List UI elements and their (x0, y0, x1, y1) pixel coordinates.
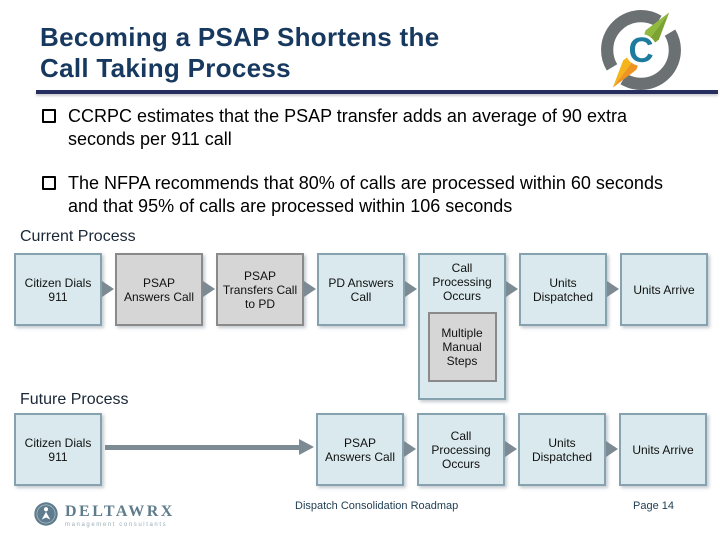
step-label: Units Dispatched (531, 435, 593, 464)
flow-arrow-icon (505, 441, 517, 457)
square-bullet-icon (42, 172, 68, 218)
step-label: Citizen Dials 911 (24, 275, 92, 304)
substep-label: Multiple Manual Steps (441, 326, 483, 368)
step-psap-answers-call: PSAP Answers Call (316, 413, 404, 486)
step-label: PSAP Transfers Call to PD (222, 268, 298, 311)
future-process-label: Future Process (20, 391, 129, 408)
step-units-arrive: Units Arrive (619, 413, 707, 486)
step-citizen-dials-911: Citizen Dials 911 (14, 253, 102, 326)
flow-arrow-icon (102, 281, 114, 297)
flow-arrow-icon (404, 441, 416, 457)
flow-arrow-icon (506, 281, 518, 297)
deltawrx-text: DELTAWRX management consultants (65, 501, 175, 529)
square-bullet-icon (42, 105, 68, 151)
current-process-flow: Citizen Dials 911 PSAP Answers Call PSAP… (14, 253, 708, 400)
svg-text:C: C (628, 32, 653, 70)
bullet-item: CCRPC estimates that the PSAP transfer a… (42, 105, 694, 151)
page-title: Becoming a PSAP Shortens the Call Taking… (40, 22, 600, 84)
future-process-flow: Citizen Dials 911 PSAP Answers Call Call… (14, 413, 707, 486)
bullet-text: CCRPC estimates that the PSAP transfer a… (68, 106, 627, 149)
footer-document-title: Dispatch Consolidation Roadmap (295, 500, 459, 512)
flow-arrow-icon (607, 281, 619, 297)
flow-arrow-icon (203, 281, 215, 297)
step-label: PSAP Answers Call (123, 275, 195, 304)
deltawrx-emblem-icon (34, 502, 58, 526)
current-process-label: Current Process (20, 228, 136, 245)
step-label: Units Dispatched (532, 275, 594, 304)
step-pd-answers-call: PD Answers Call (317, 253, 405, 326)
step-label: Citizen Dials 911 (24, 435, 92, 464)
step-label: Units Arrive (632, 442, 694, 457)
bullet-text: The NFPA recommends that 80% of calls ar… (68, 173, 663, 216)
step-psap-transfers-call-to-pd: PSAP Transfers Call to PD (216, 253, 304, 326)
step-units-arrive: Units Arrive (620, 253, 708, 326)
bullet-item: The NFPA recommends that 80% of calls ar… (42, 172, 694, 218)
long-flow-arrow-icon (102, 413, 316, 486)
step-label: Call Processing Occurs (431, 428, 491, 471)
arrow-head (299, 439, 314, 455)
step-label: Call Processing Occurs (432, 261, 492, 303)
substep-multiple-manual-steps: Multiple Manual Steps (427, 312, 497, 382)
deltawrx-wordmark: DELTAWRX (65, 503, 175, 520)
compass-logo-icon: C (601, 10, 681, 90)
step-label: Units Arrive (633, 282, 695, 297)
deltawrx-tagline: management consultants (65, 522, 168, 528)
arrow-shaft (105, 445, 299, 450)
page-title-line2: Call Taking Process (40, 53, 291, 83)
flow-arrow-icon (405, 281, 417, 297)
step-call-processing-occurs: Call Processing Occurs (417, 413, 505, 486)
step-label: PSAP Answers Call (324, 435, 396, 464)
bullet-list: CCRPC estimates that the PSAP transfer a… (42, 105, 694, 239)
step-units-dispatched: Units Dispatched (518, 413, 606, 486)
flow-arrow-icon (304, 281, 316, 297)
step-call-processing-occurs: Call Processing Occurs Multiple Manual S… (418, 253, 506, 400)
step-label: PD Answers Call (328, 275, 394, 304)
page-number: Page 14 (633, 500, 674, 512)
page-title-line1: Becoming a PSAP Shortens the (40, 22, 440, 52)
compass-logo: C (594, 3, 688, 102)
step-psap-answers-call: PSAP Answers Call (115, 253, 203, 326)
step-units-dispatched: Units Dispatched (519, 253, 607, 326)
title-underline (36, 90, 718, 94)
flow-arrow-icon (606, 441, 618, 457)
step-citizen-dials-911: Citizen Dials 911 (14, 413, 102, 486)
deltawrx-logo: DELTAWRX management consultants (33, 501, 175, 528)
